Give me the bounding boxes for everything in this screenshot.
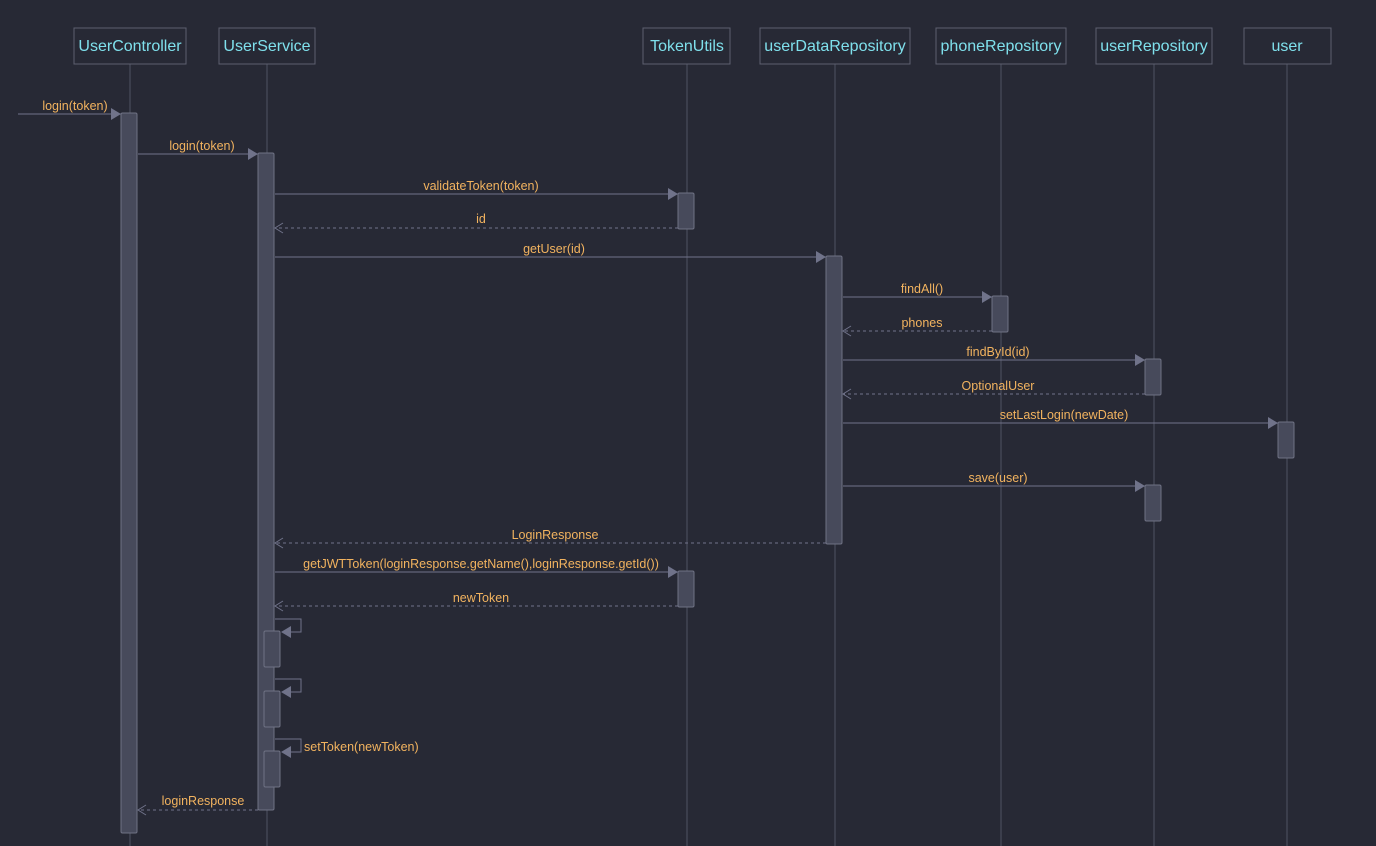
arrowhead: [982, 291, 992, 303]
participant-label: userRepository: [1100, 38, 1208, 55]
participant-box: [218, 27, 316, 65]
message-label: validateToken(token): [423, 179, 538, 193]
arrowhead: [1135, 354, 1145, 366]
message-call: getJWTToken(loginResponse.getName(),logi…: [275, 557, 678, 578]
arrowhead: [274, 600, 284, 612]
message-label: newToken: [453, 591, 509, 605]
message-call: findById(id): [843, 345, 1145, 366]
message-label: login(token): [169, 139, 234, 153]
participant-box: [1243, 27, 1332, 65]
arrowhead: [281, 746, 291, 758]
participant-userDataRepository: userDataRepository: [759, 27, 911, 65]
activation-bar-TokenUtils: [677, 192, 695, 230]
message-label: getJWTToken(loginResponse.getName(),logi…: [303, 557, 659, 571]
participant-TokenUtils: TokenUtils: [642, 27, 731, 65]
message-return: id: [274, 212, 678, 234]
message-label: OptionalUser: [962, 379, 1035, 393]
message-label: setToken(newToken): [304, 740, 419, 754]
message-line: [275, 678, 302, 693]
activation-bar-UserService: [263, 750, 281, 788]
arrowhead: [274, 222, 284, 234]
activation-bar-UserController: [120, 112, 138, 834]
message-call: login(token): [18, 99, 121, 120]
arrowhead: [668, 188, 678, 200]
arrowhead: [668, 566, 678, 578]
participant-label: UserService: [223, 38, 310, 55]
message-call: login(token): [138, 139, 258, 160]
arrowhead: [111, 108, 121, 120]
arrowhead: [842, 388, 852, 400]
message-call: validateToken(token): [275, 179, 678, 200]
message-label: LoginResponse: [512, 528, 599, 542]
arrowhead: [281, 626, 291, 638]
participant-label: user: [1271, 38, 1303, 55]
activation-bar-userRepository: [1144, 358, 1162, 396]
arrowhead: [816, 251, 826, 263]
participant-box: [1095, 27, 1213, 65]
message-self-call: [275, 618, 302, 638]
arrowhead: [1268, 417, 1278, 429]
participant-phoneRepository: phoneRepository: [935, 27, 1067, 65]
arrowhead: [842, 325, 852, 337]
arrowhead: [1135, 480, 1145, 492]
participant-label: phoneRepository: [941, 38, 1062, 55]
participant-box: [73, 27, 187, 65]
message-self-call: [275, 678, 302, 698]
participant-user: user: [1243, 27, 1332, 65]
activation-bar-userDataRepository: [825, 255, 843, 545]
activation-bar-TokenUtils: [677, 570, 695, 608]
message-label: findAll(): [901, 282, 943, 296]
arrowhead: [281, 686, 291, 698]
participant-label: TokenUtils: [650, 38, 724, 55]
message-return: phones: [842, 316, 992, 337]
message-label: phones: [901, 316, 942, 330]
message-return: OptionalUser: [842, 379, 1145, 400]
message-label: loginResponse: [162, 794, 245, 808]
activation-bar-userRepository: [1144, 484, 1162, 522]
message-call: save(user): [843, 471, 1145, 492]
participant-box: [935, 27, 1067, 65]
activation-bar-phoneRepository: [991, 295, 1009, 333]
message-call: setLastLogin(newDate): [843, 408, 1278, 429]
arrowhead: [137, 804, 147, 816]
message-call: getUser(id): [275, 242, 826, 263]
message-label: setLastLogin(newDate): [1000, 408, 1129, 422]
message-line: [275, 618, 302, 633]
arrowhead: [274, 537, 284, 549]
activation-bar-UserService: [263, 690, 281, 728]
activation-bar-user: [1277, 421, 1295, 459]
message-line: [275, 738, 302, 753]
participant-UserController: UserController: [73, 27, 187, 65]
participant-box: [642, 27, 731, 65]
message-return: loginResponse: [137, 794, 258, 816]
message-label: login(token): [42, 99, 107, 113]
message-label: id: [476, 212, 486, 226]
message-return: newToken: [274, 591, 678, 612]
participant-box: [759, 27, 911, 65]
participant-userRepository: userRepository: [1095, 27, 1213, 65]
message-label: getUser(id): [523, 242, 585, 256]
participant-UserService: UserService: [218, 27, 316, 65]
message-call: findAll(): [843, 282, 992, 303]
message-return: LoginResponse: [274, 528, 826, 549]
arrowhead: [248, 148, 258, 160]
participant-label: userDataRepository: [764, 38, 905, 55]
message-label: findById(id): [966, 345, 1029, 359]
message-self-call: setToken(newToken): [275, 738, 419, 758]
participant-label: UserController: [78, 38, 182, 55]
message-label: save(user): [968, 471, 1027, 485]
activation-bar-UserService: [263, 630, 281, 668]
